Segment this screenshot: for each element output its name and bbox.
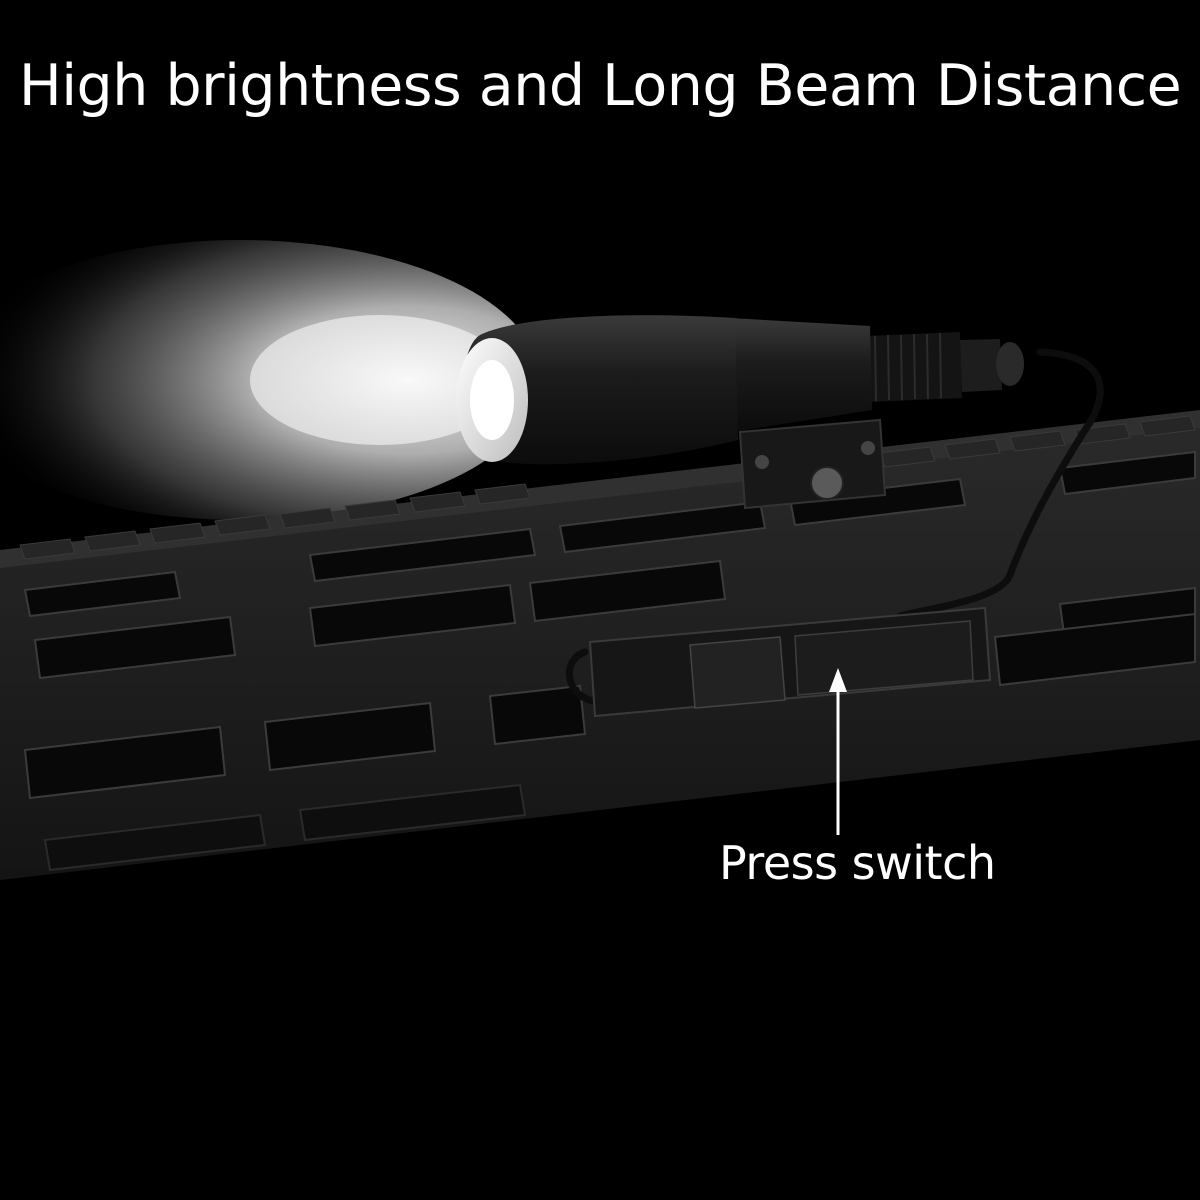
arrow-up-icon: [829, 668, 847, 835]
rail-mount: [738, 418, 887, 510]
pressure-switch: [588, 606, 992, 718]
press-switch-label: Press switch: [719, 836, 996, 890]
light-beam: [0, 240, 540, 520]
flashlight: [456, 315, 1024, 465]
headline: High brightness and Long Beam Distance: [18, 53, 1182, 119]
